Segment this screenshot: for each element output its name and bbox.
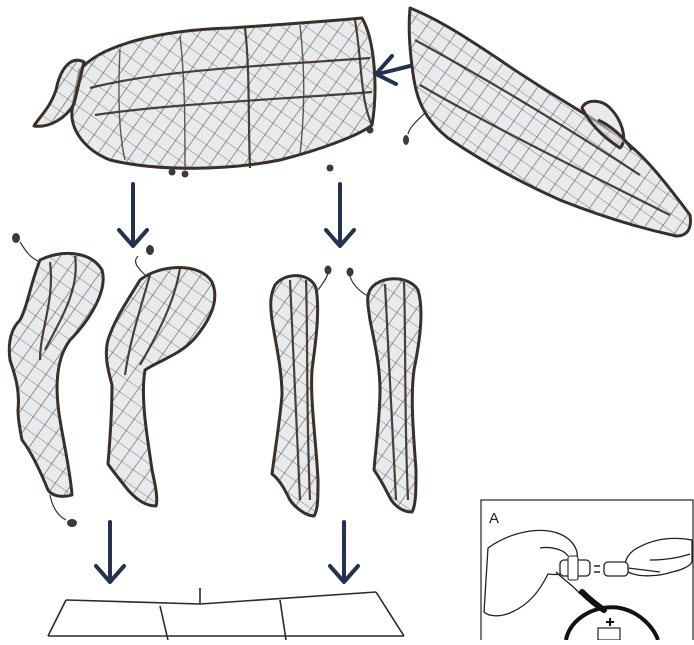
arrow-head-to-body xyxy=(376,56,410,84)
inset-label: A xyxy=(489,510,499,527)
wire-front-leg-right xyxy=(347,268,421,513)
arrow-body-to-front-legs xyxy=(326,184,354,246)
wire-front-leg-left xyxy=(271,266,332,517)
wire-base-frame xyxy=(48,588,404,640)
wire-head-frame xyxy=(403,8,690,236)
inset-connector-diagram xyxy=(481,500,693,640)
arrow-body-to-hind-legs xyxy=(119,184,147,246)
arrow-front-legs-to-base xyxy=(330,522,358,582)
wire-hind-leg-right xyxy=(106,245,214,506)
wire-body-frame xyxy=(34,18,375,178)
wire-hind-leg-left xyxy=(9,233,103,527)
arrow-hind-legs-to-base xyxy=(96,522,124,582)
